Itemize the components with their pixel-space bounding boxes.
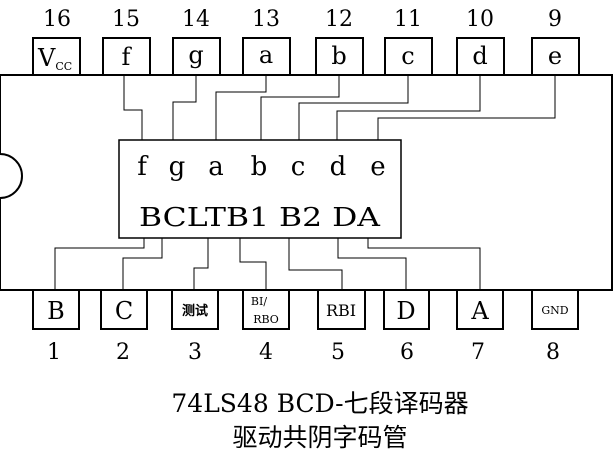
pin-label-3: 测试 [182,303,208,319]
pin-label-16: VCC [37,44,72,73]
pin-box-2 [100,289,148,330]
caption-line-2: 驱动共阴字码管 [232,423,407,452]
decoder-block [118,139,402,239]
pin-label-5: RBI [326,301,356,320]
decoder-label-a: a [208,152,224,182]
pin-box-6 [383,289,430,330]
pin-box-8 [531,289,579,330]
pin-label-14: g [188,41,203,69]
pin-box-4 [242,289,290,330]
pin-label-9: e [548,42,562,70]
decoder-label-e: e [370,152,385,182]
caption-line-1: 74LS48 BCD-七段译码器 [171,389,468,418]
top-routing-lines [123,75,556,140]
pin-label-8: GND [541,304,568,317]
pin-label-13: a [259,41,273,69]
decoder-input-labels: BCLTB1 B2 DA [139,203,381,233]
pin-number-2: 2 [116,340,130,365]
pin-number-14: 14 [182,7,210,32]
pin-number-5: 5 [331,340,345,365]
pin-number-12: 12 [325,7,353,32]
pin-number-7: 7 [471,340,485,365]
pin-label-7: A [470,297,489,325]
pin-box-1 [32,289,80,330]
top-pin-labels: VCC f g a b c d e [37,41,562,73]
pin-label-1: B [47,297,65,325]
pin-label-4-line2: RBO [253,313,279,326]
ic-body [0,74,613,291]
pin-box-3 [171,289,219,330]
decoder-label-f: f [137,152,149,182]
bottom-routing-lines [54,238,481,290]
pin-number-15: 15 [112,7,140,32]
pin-box-7 [456,289,504,330]
pin-label-10: d [472,42,487,70]
pin-label-6: D [396,297,415,325]
decoder-label-d: d [330,152,347,182]
pin-label-15: f [122,43,133,71]
top-pins [32,37,580,76]
pin-number-6: 6 [400,340,414,365]
pin-box-5 [317,289,366,330]
pin-number-13: 13 [252,7,280,32]
pin-number-1: 1 [47,340,61,365]
pin-label-12: b [331,42,346,70]
decoder-label-g: g [169,152,186,182]
pin-number-4: 4 [259,340,273,365]
pin-label-4-line1: BI/ [251,295,267,308]
pin-label-11: c [401,42,414,70]
decoder-label-b: b [251,152,268,182]
pin-number-3: 3 [188,340,202,365]
pin-number-8: 8 [546,340,560,365]
bottom-pins [32,289,579,330]
decoder-output-labels: f g a b c d e [137,152,386,182]
top-pin-numbers: 16 15 14 13 12 11 10 9 [43,7,562,32]
pin-number-11: 11 [394,7,422,32]
decoder-label-c: c [291,152,306,182]
bottom-pin-labels: B C 测试 BI/ RBO RBI D A GND [47,295,569,326]
bottom-pin-numbers: 1 2 3 4 5 6 7 8 [47,340,560,365]
pin-number-16: 16 [43,7,71,32]
pin-number-9: 9 [548,7,562,32]
pin-label-2: C [115,297,133,325]
pin-number-10: 10 [466,7,494,32]
